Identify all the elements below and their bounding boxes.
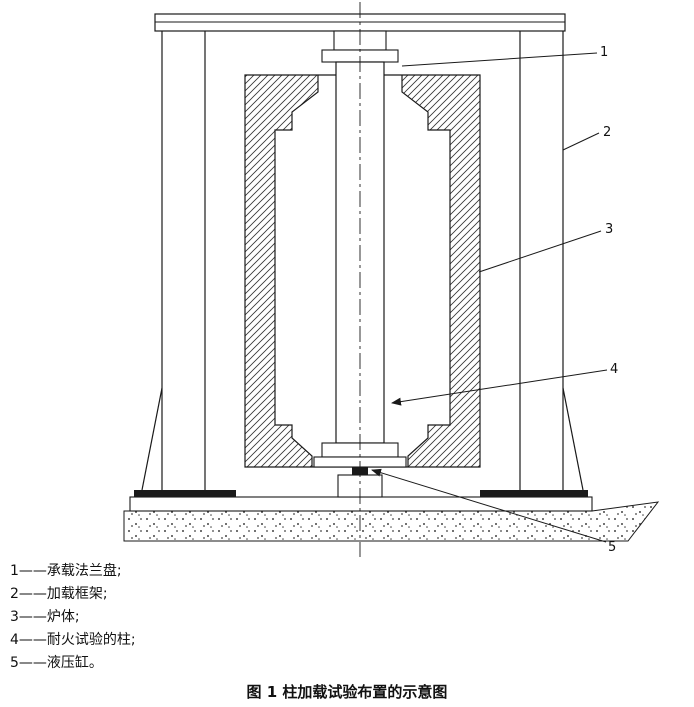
callout-5: 5	[608, 540, 616, 555]
callout-4: 4	[610, 362, 618, 377]
leader-line-5	[371, 468, 607, 543]
leader-line-3	[478, 230, 602, 273]
leader-line-1	[401, 52, 598, 67]
callout-1: 1	[600, 45, 608, 60]
leader-line-2	[562, 132, 600, 151]
diagram-svg: 1 2 3 4 5	[123, 2, 660, 557]
right-frame-column	[519, 31, 584, 491]
furnace-body	[244, 74, 481, 468]
legend-item-1: 1——承载法兰盘;	[10, 563, 122, 579]
legend-item-3: 3——炉体;	[10, 609, 80, 625]
callout-3: 3	[605, 222, 613, 237]
foot-plate-left	[134, 490, 236, 497]
legend-item-5: 5——液压缸。	[10, 655, 103, 671]
legend-item-2: 2——加载框架;	[10, 586, 108, 602]
foot-plate-right	[480, 490, 588, 497]
figure-caption: 图 1 柱加载试验布置的示意图	[246, 683, 448, 701]
left-frame-column	[141, 31, 206, 491]
legend: 1——承载法兰盘; 2——加载框架; 3——炉体; 4——耐火试验的柱; 5——…	[10, 560, 136, 675]
base-plate	[129, 496, 593, 512]
legend-item-4: 4——耐火试验的柱;	[10, 632, 136, 648]
leader-lines	[371, 52, 608, 543]
leader-line-4	[391, 369, 608, 406]
callout-2: 2	[603, 125, 611, 140]
